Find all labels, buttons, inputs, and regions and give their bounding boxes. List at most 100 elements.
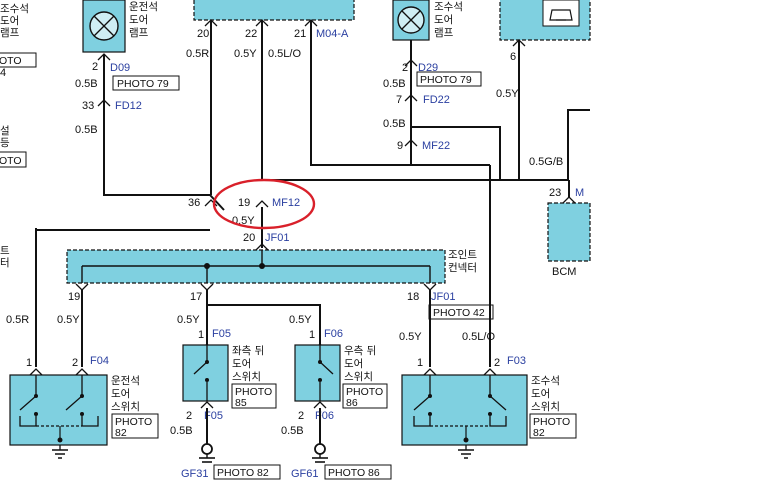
svg-text:82: 82 xyxy=(533,427,545,439)
connector-fd12: FD12 xyxy=(115,100,142,112)
svg-text:도어: 도어 xyxy=(0,15,19,27)
connector-d09: D09 xyxy=(110,62,130,74)
ground-gf31: GF31 xyxy=(181,468,209,480)
svg-text:운전석: 운전석 xyxy=(129,1,158,13)
svg-text:램프: 램프 xyxy=(434,27,454,39)
svg-text:20: 20 xyxy=(243,232,255,244)
svg-text:0.5Y: 0.5Y xyxy=(234,48,257,60)
svg-text:OTO: OTO xyxy=(0,155,22,167)
svg-text:0.5R: 0.5R xyxy=(186,48,209,60)
svg-text:스위치: 스위치 xyxy=(531,400,560,413)
svg-text:터: 터 xyxy=(0,257,10,269)
right-rear-door-switch xyxy=(294,344,341,402)
svg-text:PHOTO: PHOTO xyxy=(115,416,152,428)
left-rear-door-switch xyxy=(182,344,229,402)
svg-text:85: 85 xyxy=(235,397,247,409)
svg-text:도어: 도어 xyxy=(111,388,130,400)
svg-text:23: 23 xyxy=(549,187,561,199)
svg-text:JF01: JF01 xyxy=(265,232,289,244)
svg-text:9: 9 xyxy=(397,140,403,152)
svg-text:0.5Y: 0.5Y xyxy=(289,314,312,326)
bcm-module: BCM xyxy=(547,202,591,278)
svg-text:조수석: 조수석 xyxy=(0,3,29,15)
svg-text:19: 19 xyxy=(238,197,250,209)
svg-text:0.5B: 0.5B xyxy=(383,78,406,90)
ground-icon xyxy=(52,445,68,459)
svg-text:1: 1 xyxy=(198,329,204,341)
m04-a-module xyxy=(193,0,355,21)
svg-text:36: 36 xyxy=(188,197,200,209)
connector-f05: F05 xyxy=(212,328,231,340)
connector-f04: F04 xyxy=(90,355,109,367)
svg-text:OTO: OTO xyxy=(0,55,22,67)
svg-text:0.5B: 0.5B xyxy=(75,78,98,90)
svg-text:2: 2 xyxy=(494,357,500,369)
svg-text:설: 설 xyxy=(0,125,10,137)
svg-text:PHOTO 86: PHOTO 86 xyxy=(328,467,380,479)
svg-text:2: 2 xyxy=(402,62,408,74)
svg-text:0.5B: 0.5B xyxy=(75,124,98,136)
svg-text:19: 19 xyxy=(68,291,80,303)
svg-text:0.5R: 0.5R xyxy=(6,314,29,326)
svg-text:0.5B: 0.5B xyxy=(170,425,193,437)
svg-text:1: 1 xyxy=(309,329,315,341)
connector-f03: F03 xyxy=(507,355,526,367)
connector-mf22: MF22 xyxy=(422,140,450,152)
svg-text:0.5L/O: 0.5L/O xyxy=(462,331,495,343)
svg-text:스위치: 스위치 xyxy=(344,370,373,383)
svg-text:F06: F06 xyxy=(315,410,334,422)
svg-text:우측 뒤: 우측 뒤 xyxy=(344,345,376,357)
svg-text:도어: 도어 xyxy=(344,358,363,370)
svg-text:PHOTO 82: PHOTO 82 xyxy=(217,467,269,479)
svg-text:도어: 도어 xyxy=(232,358,251,370)
connector-mf12: MF12 xyxy=(272,197,300,209)
svg-text:PHOTO: PHOTO xyxy=(235,386,272,398)
svg-text:1: 1 xyxy=(26,357,32,369)
svg-text:도어: 도어 xyxy=(531,388,550,400)
svg-text:0.5Y: 0.5Y xyxy=(57,314,80,326)
svg-text:도어: 도어 xyxy=(129,14,148,26)
svg-text:M: M xyxy=(575,187,584,199)
svg-text:트: 트 xyxy=(0,245,10,257)
svg-text:램프: 램프 xyxy=(129,27,149,39)
passenger-door-switch xyxy=(401,368,528,446)
svg-text:PHOTO: PHOTO xyxy=(533,416,570,428)
svg-text:0.5B: 0.5B xyxy=(281,425,304,437)
svg-text:BCM: BCM xyxy=(552,266,576,278)
driver-door-lamp: 운전석 도어 램프 xyxy=(82,0,158,53)
svg-text:17: 17 xyxy=(190,291,202,303)
svg-text:2: 2 xyxy=(72,357,78,369)
passenger-door-lamp: 조수석 도어 램프 xyxy=(392,0,463,41)
svg-text:22: 22 xyxy=(245,28,257,40)
connector-m04-a: M04-A xyxy=(316,28,349,40)
svg-text:0.5Y: 0.5Y xyxy=(496,88,519,100)
photo-ref: PHOTO 79 xyxy=(420,74,472,86)
highlight-circle xyxy=(212,178,316,230)
ground-icon xyxy=(312,443,328,463)
svg-text:21: 21 xyxy=(294,28,306,40)
svg-text:2: 2 xyxy=(186,410,192,422)
connector-d29: D29 xyxy=(418,62,438,74)
svg-text:도어: 도어 xyxy=(434,14,453,26)
svg-text:좌측 뒤: 좌측 뒤 xyxy=(232,345,264,357)
svg-text:컨넥터: 컨넥터 xyxy=(448,262,477,274)
svg-text:82: 82 xyxy=(115,427,127,439)
svg-text:18: 18 xyxy=(407,291,419,303)
left-edge-fragment: 조수석 도어 램프 OTO 4 설 등 OTO 트 터 xyxy=(0,3,37,269)
svg-text:PHOTO: PHOTO xyxy=(346,386,383,398)
svg-text:F05: F05 xyxy=(204,410,223,422)
svg-text:운전석: 운전석 xyxy=(111,375,140,387)
connector-f06: F06 xyxy=(324,328,343,340)
svg-text:등: 등 xyxy=(0,137,10,149)
svg-text:0.5L/O: 0.5L/O xyxy=(268,48,301,60)
svg-text:스위치: 스위치 xyxy=(232,370,261,383)
photo-ref: PHOTO 42 xyxy=(433,307,485,319)
ground-icon xyxy=(199,443,215,463)
svg-text:7: 7 xyxy=(396,94,402,106)
svg-text:0.5Y: 0.5Y xyxy=(399,331,422,343)
driver-door-switch xyxy=(9,368,108,446)
svg-text:20: 20 xyxy=(197,28,209,40)
svg-text:조인트: 조인트 xyxy=(448,249,477,261)
svg-text:조수석: 조수석 xyxy=(434,1,463,13)
svg-text:조수석: 조수석 xyxy=(531,375,560,387)
